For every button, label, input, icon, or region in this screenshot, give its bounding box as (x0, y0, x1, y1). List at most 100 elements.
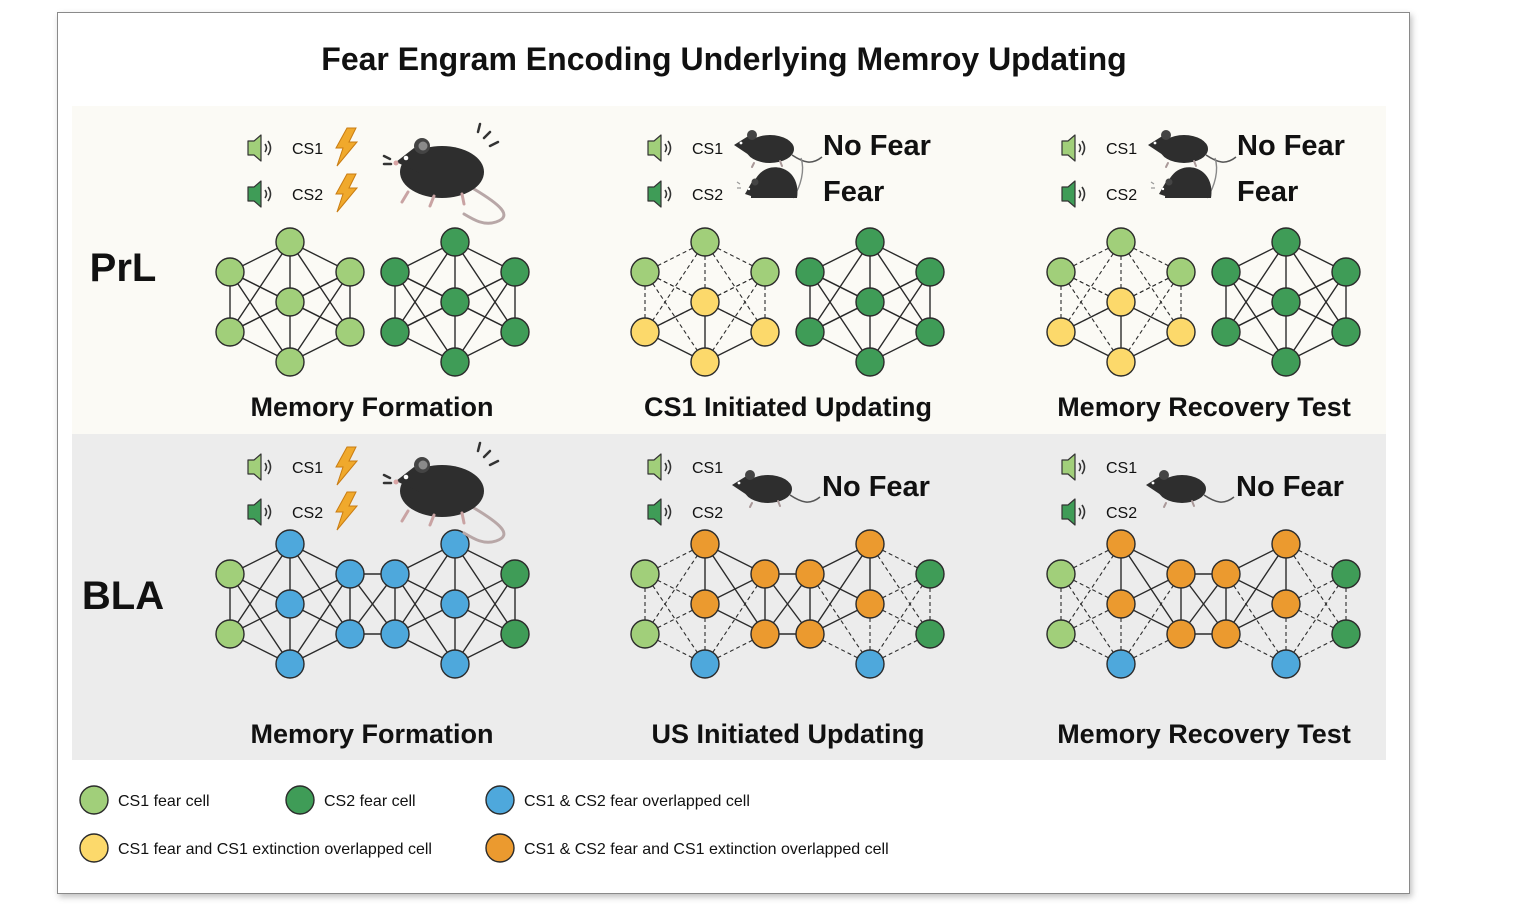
region-label-bla: BLA (82, 574, 164, 618)
neuron-cs1-fear-cell (630, 559, 660, 589)
neuron-overlap-fear-cell (1106, 649, 1136, 679)
neuron-cs2-fear-cell (500, 317, 530, 347)
panel-caption: Memory Formation (250, 392, 493, 422)
neuron-overlap-fear-cell (855, 649, 885, 679)
neuron-overlap-extinction-cell (1106, 589, 1136, 619)
neuron-cs1-fear-cell (630, 257, 660, 287)
neuron-cs2-fear-cell (380, 257, 410, 287)
neuron-overlap-extinction-cell (1211, 559, 1241, 589)
neuron-cs2-fear-cell (915, 317, 945, 347)
stimulus-label-cs2: CS2 (292, 505, 323, 522)
neuron-overlap-extinction-cell (855, 589, 885, 619)
neuron-overlap-extinction-cell (855, 529, 885, 559)
neuron-cs1-fear-cell (275, 347, 305, 377)
outcome-label-no-fear: No Fear (823, 130, 931, 162)
legend-label: CS1 & CS2 fear overlapped cell (524, 793, 750, 810)
outcome-label-no-fear: No Fear (822, 471, 930, 503)
neuron-cs2-fear-cell (440, 347, 470, 377)
neuron-overlap-fear-cell (275, 589, 305, 619)
neuron-cs1-fear-cell (630, 619, 660, 649)
neuron-overlap-extinction-cell (690, 529, 720, 559)
neuron-cs2-fear-cell (440, 287, 470, 317)
network-edge (644, 271, 766, 333)
neuron-cs2-fear-cell (915, 257, 945, 287)
neuron-cs1-extinction-overlap-cell (750, 317, 780, 347)
neuron-cs2-fear-cell (1211, 317, 1241, 347)
neuron-overlap-extinction-cell (690, 589, 720, 619)
neuron-overlap-fear-cell (380, 559, 410, 589)
neuron-cs1-fear-cell (1046, 257, 1076, 287)
figure-canvas: Fear Engram Encoding Underlying Memroy U… (72, 41, 1386, 863)
network-edge (1225, 543, 1287, 635)
outcome-label-no-fear: No Fear (1237, 130, 1345, 162)
neuron-cs1-extinction-overlap-cell (690, 287, 720, 317)
neuron-cs1-fear-cell (1166, 257, 1196, 287)
neuron-overlap-fear-cell (440, 649, 470, 679)
region-label-prl: PrL (90, 246, 157, 290)
neuron-cs2-fear-cell (1271, 347, 1301, 377)
neuron-cs1-extinction-overlap-cell (1106, 347, 1136, 377)
neuron-cs1-fear-cell (215, 317, 245, 347)
neuron-overlap-fear-cell (440, 589, 470, 619)
neuron-overlap-extinction-cell (1166, 619, 1196, 649)
legend-swatch (285, 785, 315, 815)
stimulus-label-cs2: CS2 (1106, 505, 1137, 522)
network-edge (229, 543, 291, 635)
neuron-cs1-fear-cell (215, 619, 245, 649)
neuron-cs1-fear-cell (690, 227, 720, 257)
neuron-cs1-extinction-overlap-cell (630, 317, 660, 347)
stimulus-label-cs1: CS1 (1106, 460, 1137, 477)
neuron-overlap-fear-cell (275, 649, 305, 679)
network-edge (809, 543, 871, 635)
neuron-overlap-extinction-cell (1271, 589, 1301, 619)
legend-label: CS1 fear and CS1 extinction overlapped c… (118, 841, 432, 858)
panel-caption: Memory Recovery Test (1057, 719, 1351, 749)
neuron-overlap-fear-cell (335, 559, 365, 589)
neuron-cs2-fear-cell (500, 257, 530, 287)
neuron-overlap-fear-cell (275, 529, 305, 559)
neuron-cs2-fear-cell (855, 227, 885, 257)
neuron-cs1-extinction-overlap-cell (690, 347, 720, 377)
stimulus-label-cs1: CS1 (1106, 141, 1137, 158)
legend-label: CS1 fear cell (118, 793, 210, 810)
neuron-overlap-fear-cell (335, 619, 365, 649)
neuron-overlap-extinction-cell (750, 559, 780, 589)
stimulus-label-cs2: CS2 (692, 505, 723, 522)
neuron-cs2-fear-cell (1331, 257, 1361, 287)
panel-caption: Memory Formation (250, 719, 493, 749)
legend-label: CS1 & CS2 fear and CS1 extinction overla… (524, 841, 889, 858)
network-edge (454, 573, 516, 665)
neuron-cs2-fear-cell (1271, 287, 1301, 317)
neuron-cs1-extinction-overlap-cell (1046, 317, 1076, 347)
neuron-cs1-fear-cell (1106, 227, 1136, 257)
neuron-overlap-extinction-cell (750, 619, 780, 649)
neuron-cs2-fear-cell (855, 287, 885, 317)
neuron-cs2-fear-cell (1331, 619, 1361, 649)
neuron-cs2-fear-cell (1211, 257, 1241, 287)
stimulus-label-cs2: CS2 (1106, 187, 1137, 204)
neuron-cs2-fear-cell (380, 317, 410, 347)
neuron-cs2-fear-cell (795, 257, 825, 287)
network-edge (1060, 271, 1182, 333)
outcome-label-fear: Fear (1237, 176, 1298, 208)
neuron-overlap-fear-cell (1271, 649, 1301, 679)
stimulus-label-cs2: CS2 (692, 187, 723, 204)
neuron-cs1-fear-cell (335, 317, 365, 347)
neuron-cs1-extinction-overlap-cell (1166, 317, 1196, 347)
neuron-overlap-fear-cell (690, 649, 720, 679)
neuron-cs2-fear-cell (1271, 227, 1301, 257)
stimulus-label-cs1: CS1 (692, 141, 723, 158)
stimulus-label-cs1: CS1 (692, 460, 723, 477)
neuron-cs2-fear-cell (1331, 559, 1361, 589)
neuron-overlap-extinction-cell (1106, 529, 1136, 559)
neuron-cs1-fear-cell (275, 287, 305, 317)
neuron-cs1-fear-cell (1046, 559, 1076, 589)
panel-caption: Memory Recovery Test (1057, 392, 1351, 422)
outcome-label-fear: Fear (823, 176, 884, 208)
neuron-overlap-extinction-cell (1271, 529, 1301, 559)
neuron-overlap-extinction-cell (1211, 619, 1241, 649)
panel-caption: CS1 Initiated Updating (644, 392, 932, 422)
legend-swatch (79, 785, 109, 815)
neuron-cs2-fear-cell (1331, 317, 1361, 347)
legend-swatch (485, 785, 515, 815)
